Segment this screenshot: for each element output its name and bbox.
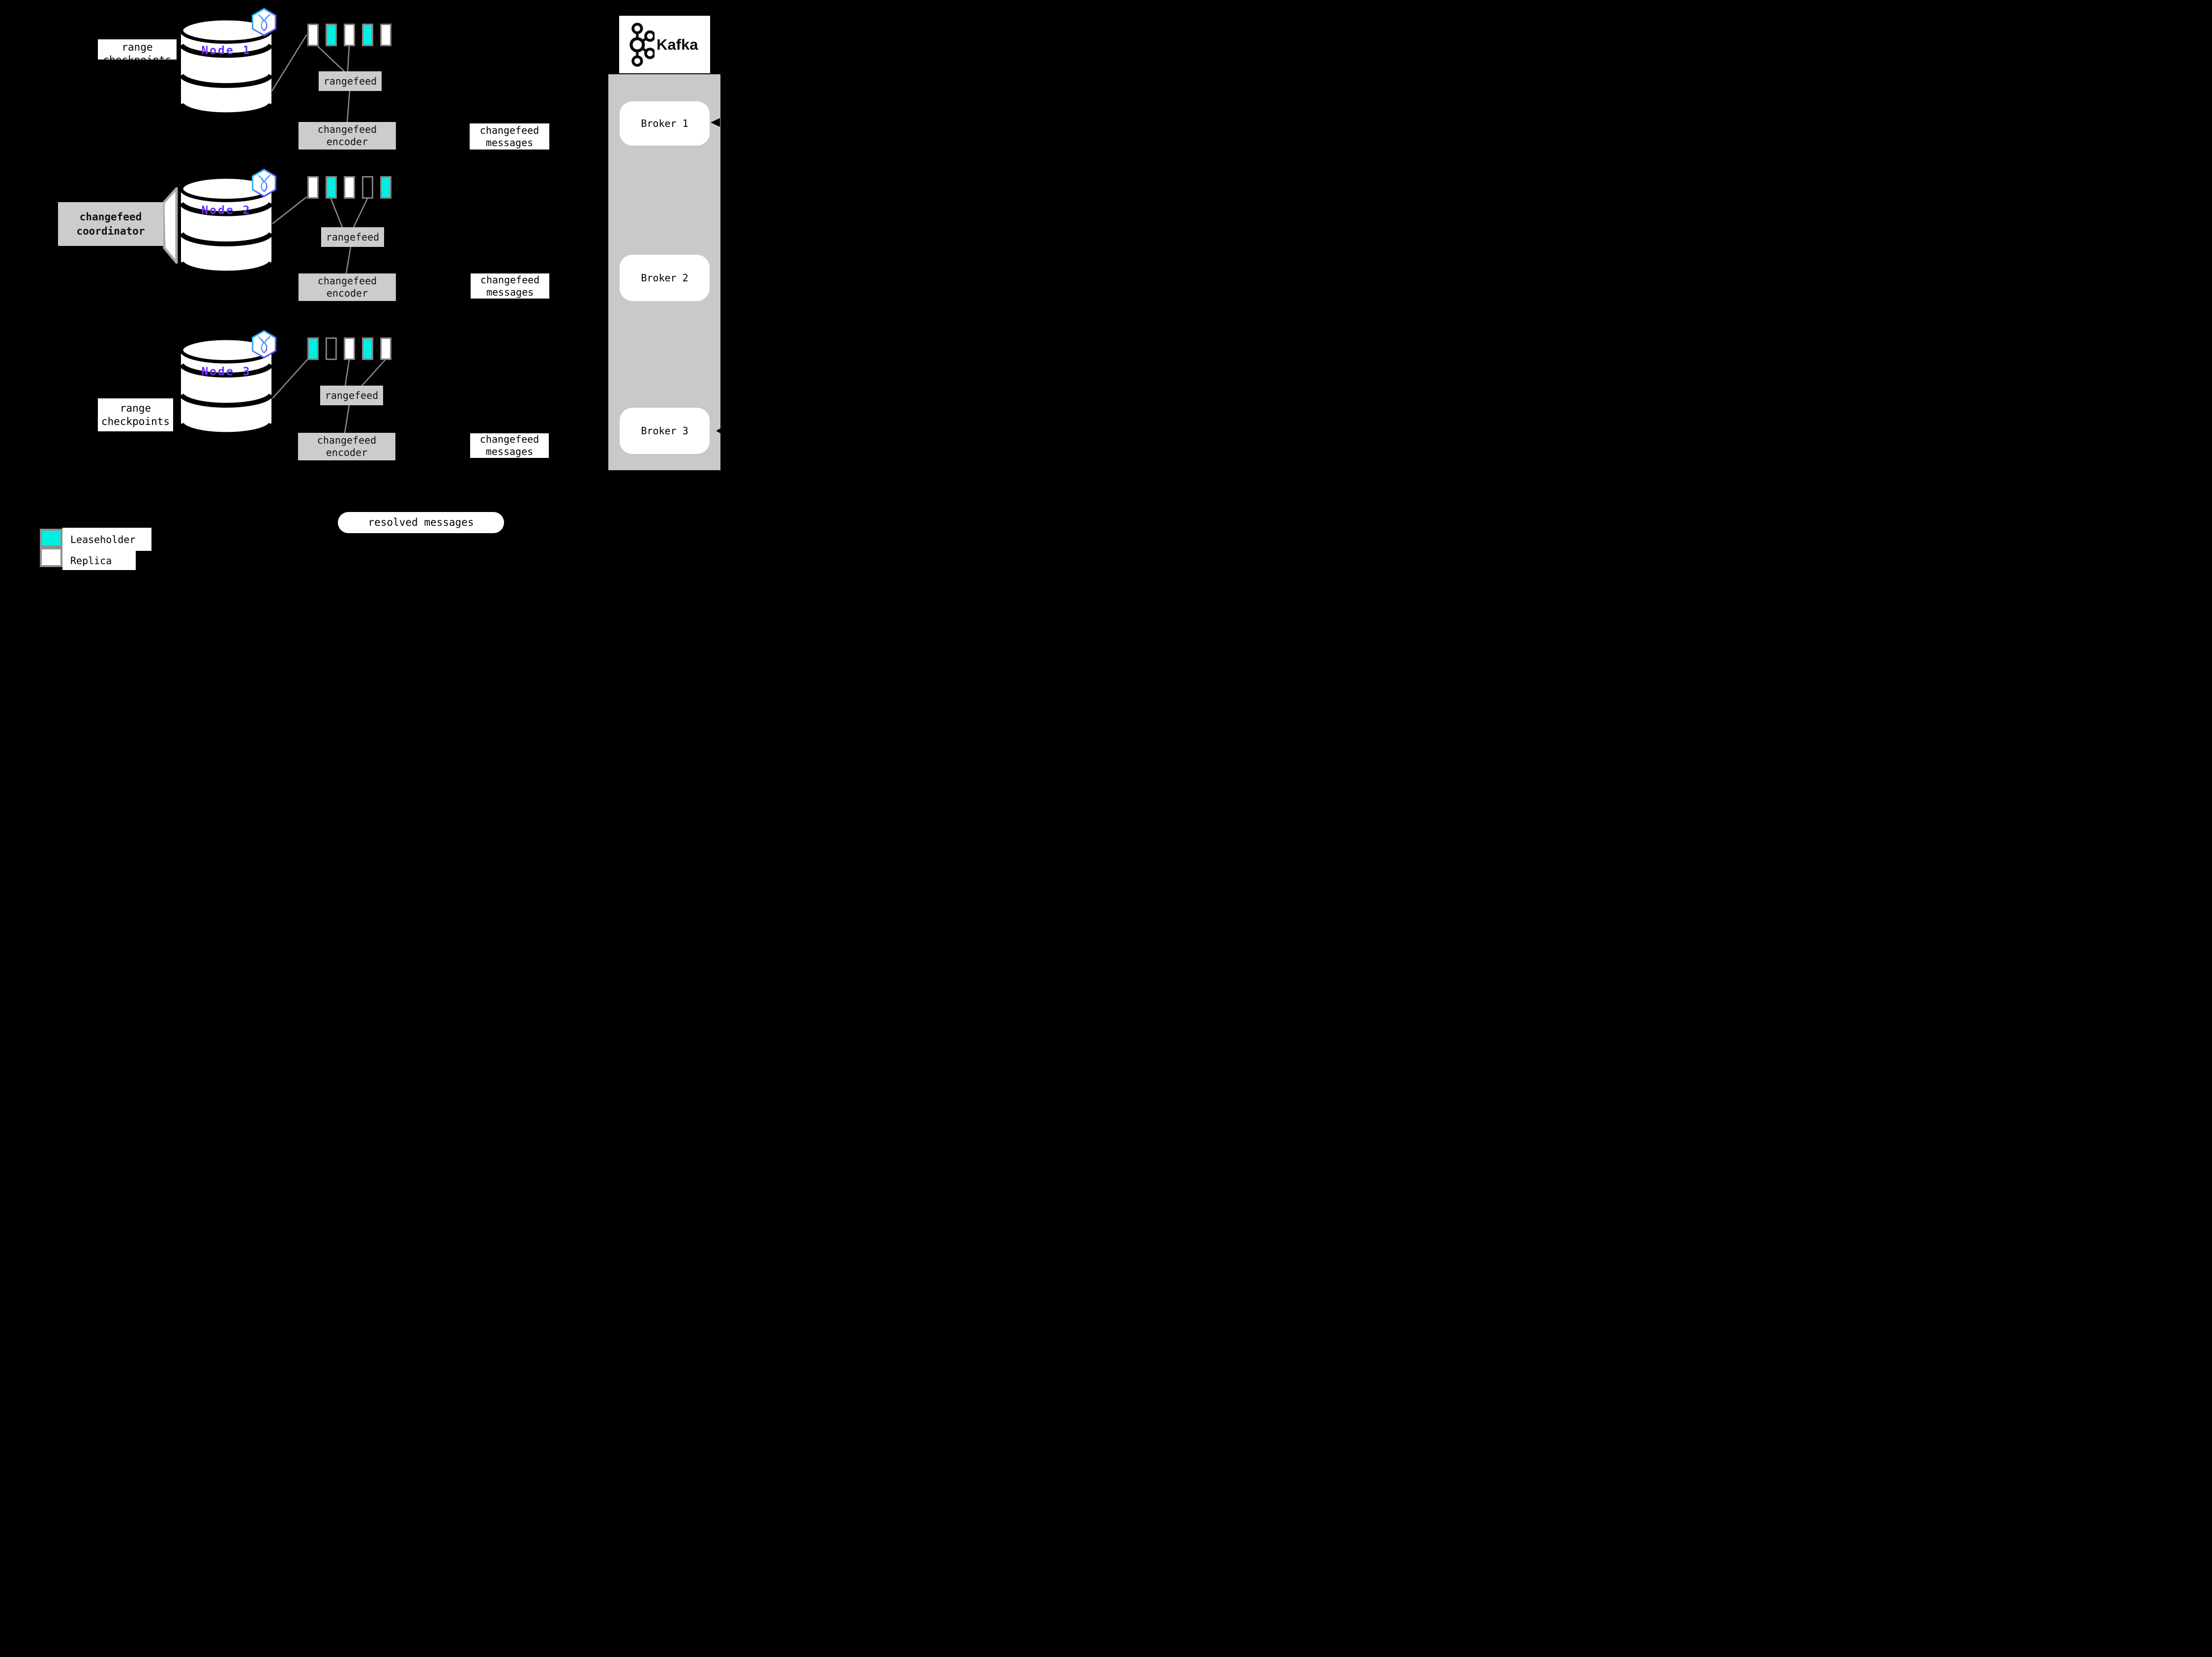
node3-changefeed-messages-label: changefeed messages [470,433,549,458]
legend-replica-label: Replica [62,551,136,570]
node2-range-row [307,176,391,199]
node3-range-row [307,337,391,360]
node1-label: Node 1 [201,44,251,57]
range-rect-replica [344,337,355,360]
node1-rangefeed-box: rangefeed [319,71,382,91]
legend-leaseholder-label: Leaseholder [62,528,151,551]
node3-rangefeed-box: rangefeed [320,386,383,405]
range-rect-leaseholder [362,24,373,46]
range-rect-leaseholder [326,24,337,46]
range-rect-replica [344,24,355,46]
node3-cylinder [179,334,273,440]
incoming-arrowheads [711,118,720,433]
node1-range-row [307,24,391,46]
range-rect-replica [344,176,355,199]
legend-leaseholder-swatch [40,529,62,547]
kafka-wordmark: Kafka [657,35,698,53]
cockroachdb-icon [251,8,277,38]
node3-label: Node 3 [201,365,251,378]
kafka-icon [629,22,655,67]
range-rect-unfilled [326,337,337,360]
node1-cylinder [179,15,273,120]
node2-changefeed-messages-label: changefeed messages [471,273,549,299]
node2-rangefeed-box: rangefeed [321,227,384,247]
range-rect-replica [380,24,391,46]
range-rect-leaseholder [380,176,391,199]
coordinator-flag-shape [162,187,178,264]
range-rect-leaseholder [326,176,337,199]
node2-cylinder [179,173,273,278]
cockroachdb-icon [251,169,277,199]
range-rect-replica [307,24,319,46]
broker-2: Broker 2 [620,255,710,301]
changefeed-coordinator-box: changefeed coordinator [58,202,163,246]
broker-1: Broker 1 [620,101,710,146]
legend-replica-swatch [40,547,62,567]
range-rect-leaseholder [362,337,373,360]
broker-3: Broker 3 [620,408,710,454]
range-rect-replica [307,176,319,199]
node2-label: Node 2 [201,204,251,217]
node1-changefeed-messages-label: changefeed messages [470,123,549,150]
kafka-logo-box: Kafka [619,16,710,73]
connector-lines [271,34,386,433]
diagram-canvas: Node 1 range checkpoints rangefeed chang… [0,0,771,577]
node1-changefeed-encoder-box: changefeed encoder [299,122,396,150]
range-rect-replica [380,337,391,360]
cockroachdb-icon [251,330,277,361]
resolved-messages-label: resolved messages [338,512,504,533]
range-rect-leaseholder [307,337,319,360]
node1-range-checkpoints-label: range checkpoints [98,39,177,60]
node3-range-checkpoints-label: range checkpoints [98,398,173,431]
range-rect-unfilled [362,176,373,199]
node3-changefeed-encoder-box: changefeed encoder [298,433,395,460]
node2-changefeed-encoder-box: changefeed encoder [299,273,396,301]
